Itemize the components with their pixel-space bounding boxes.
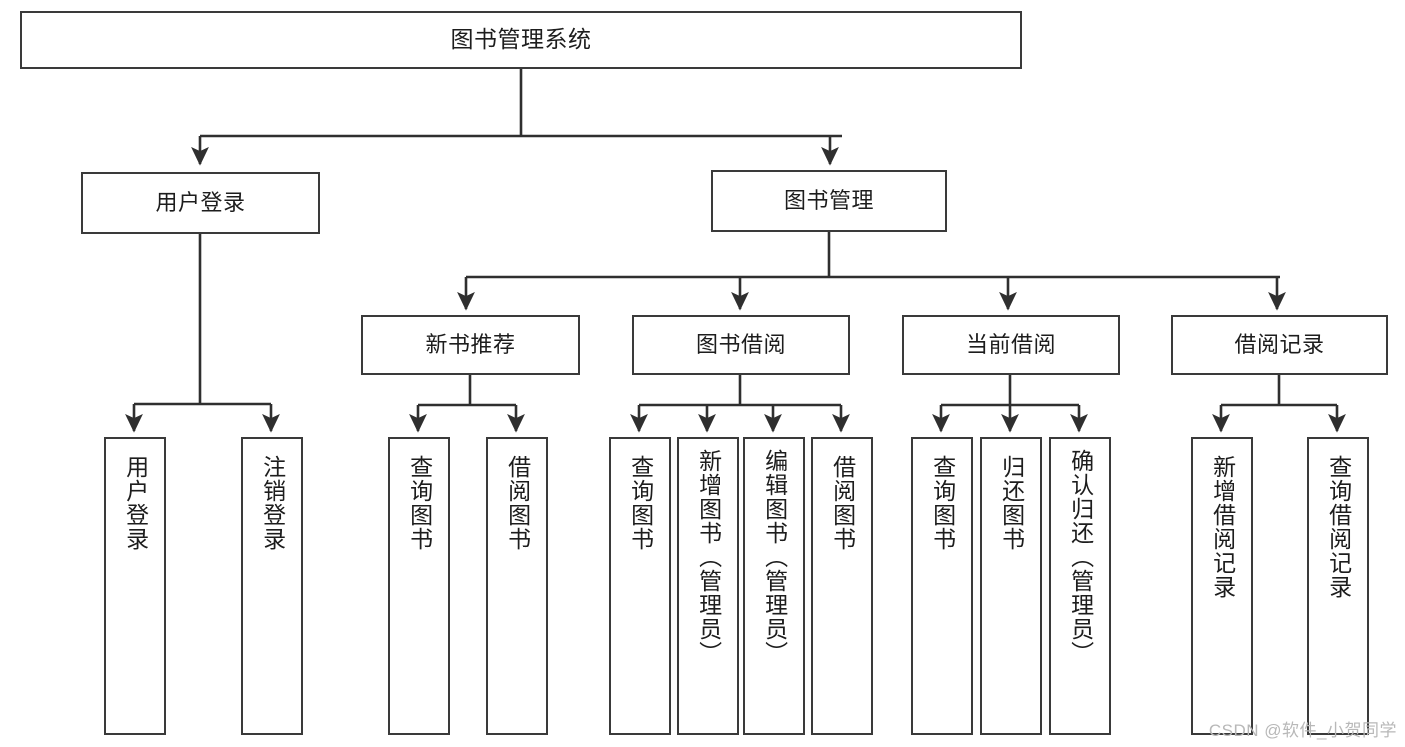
node-label: 确认归还（管理员） (1067, 449, 1094, 665)
node-book-management[interactable]: 图书管理 (711, 170, 947, 232)
node-book-borrow[interactable]: 图书借阅 (632, 315, 850, 375)
node-label: 用户登录 (155, 189, 246, 215)
node-label: 借阅记录 (1234, 331, 1325, 357)
node-leaf-query-book-current[interactable]: 查询图书 (911, 437, 973, 735)
node-leaf-query-book-borrow[interactable]: 查询图书 (609, 437, 671, 735)
node-label: 当前借阅 (965, 331, 1056, 357)
node-leaf-confirm-return-admin[interactable]: 确认归还（管理员） (1049, 437, 1111, 735)
node-leaf-borrow-book-borrow[interactable]: 借阅图书 (811, 437, 873, 735)
node-user-login[interactable]: 用户登录 (81, 172, 320, 234)
node-leaf-add-borrow-record[interactable]: 新增借阅记录 (1191, 437, 1253, 735)
node-current-borrow[interactable]: 当前借阅 (902, 315, 1120, 375)
node-label: 借阅图书 (829, 455, 856, 551)
node-label: 图书借阅 (695, 331, 786, 357)
node-label: 查询图书 (627, 455, 654, 551)
node-label: 新增借阅记录 (1209, 455, 1236, 599)
node-label: 查询图书 (406, 455, 433, 551)
node-label: 图书管理 (783, 187, 874, 213)
node-leaf-query-book-recommend[interactable]: 查询图书 (388, 437, 450, 735)
node-label: 新增图书（管理员） (695, 449, 722, 665)
node-leaf-logout[interactable]: 注销登录 (241, 437, 303, 735)
node-leaf-borrow-book-recommend[interactable]: 借阅图书 (486, 437, 548, 735)
node-label: 查询借阅记录 (1325, 455, 1352, 599)
node-leaf-return-book[interactable]: 归还图书 (980, 437, 1042, 735)
node-label: 注销登录 (259, 455, 286, 551)
node-label: 新书推荐 (425, 331, 516, 357)
node-new-book-recommend[interactable]: 新书推荐 (361, 315, 580, 375)
node-leaf-query-borrow-record[interactable]: 查询借阅记录 (1307, 437, 1369, 735)
node-label: 图书管理系统 (450, 26, 592, 53)
node-label: 编辑图书（管理员） (761, 449, 788, 665)
node-label: 查询图书 (929, 455, 956, 551)
node-label: 归还图书 (998, 455, 1025, 551)
csdn-watermark: CSDN @软件_小贺同学 (1208, 721, 1397, 740)
node-label: 用户登录 (122, 455, 149, 551)
node-leaf-add-book-admin[interactable]: 新增图书（管理员） (677, 437, 739, 735)
node-leaf-edit-book-admin[interactable]: 编辑图书（管理员） (743, 437, 805, 735)
node-borrow-record[interactable]: 借阅记录 (1171, 315, 1388, 375)
node-root-book-management-system[interactable]: 图书管理系统 (20, 11, 1022, 69)
node-leaf-user-login[interactable]: 用户登录 (104, 437, 166, 735)
node-label: 借阅图书 (504, 455, 531, 551)
